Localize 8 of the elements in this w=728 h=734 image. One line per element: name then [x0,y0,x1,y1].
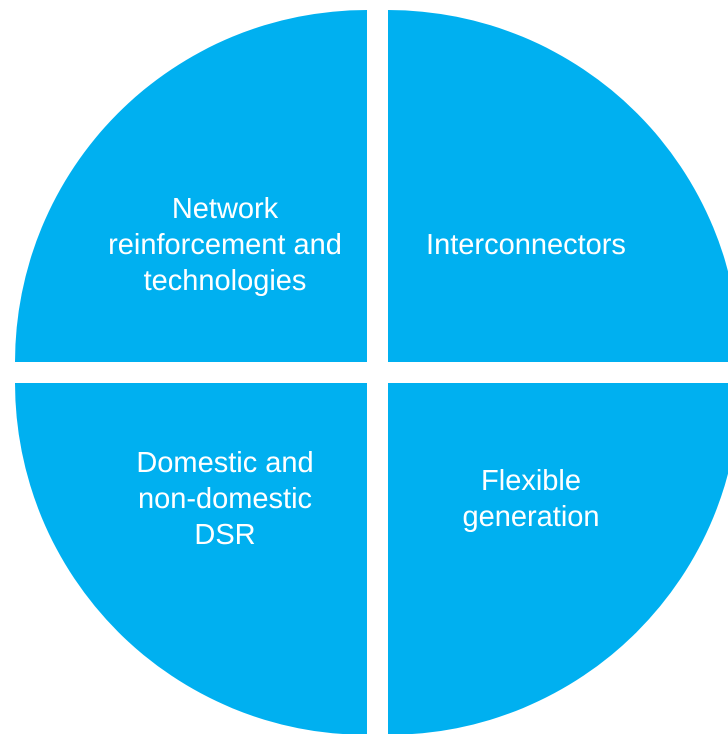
pie-quadrant [15,383,367,734]
pie-quadrant [388,10,728,362]
pie-quadrant [388,383,728,734]
quadrant-label: Network reinforcement and technologies [107,192,343,299]
quadrant-label: Interconnectors [425,228,627,263]
pie-quadrant [15,10,367,362]
quadrant-label: Flexible generation [461,464,601,535]
quadrant-label: Domestic and non-domestic DSR [135,446,315,553]
